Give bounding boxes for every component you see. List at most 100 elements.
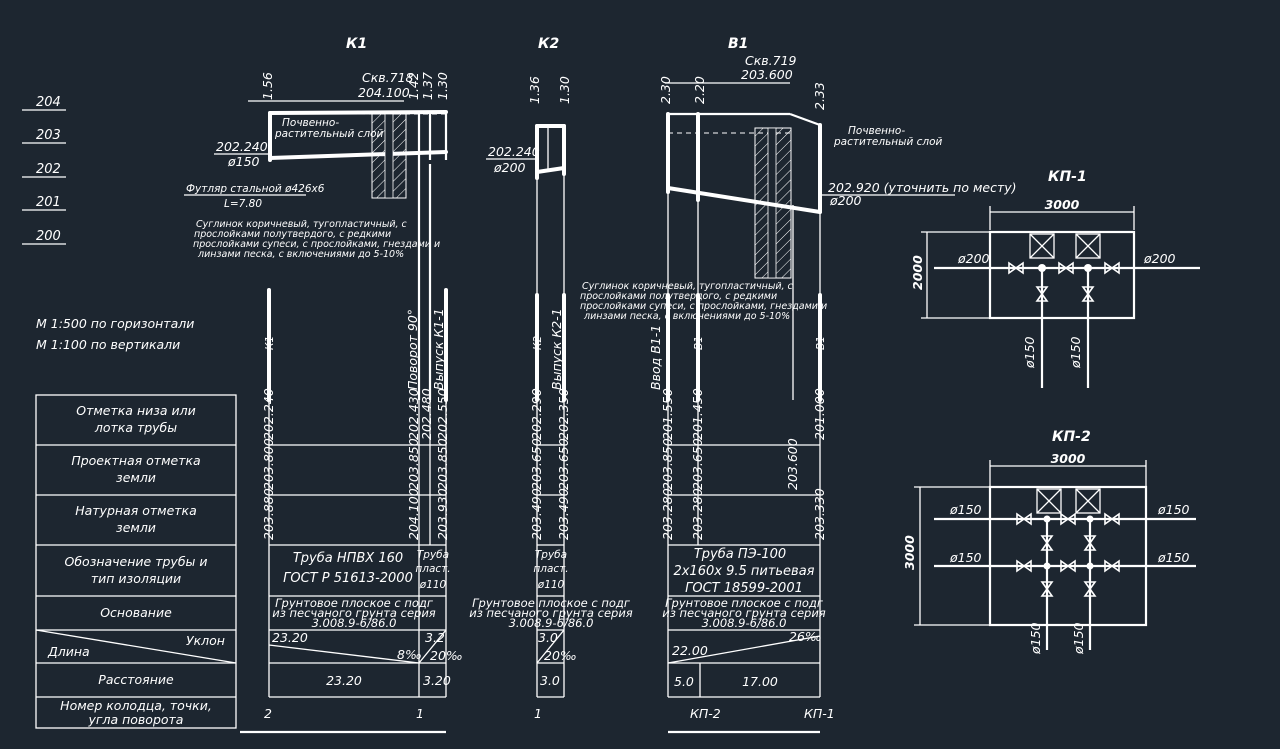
scale-label-201: 201 [36,195,61,210]
k1-soil-layer-1: Почвенно- [282,117,339,129]
v1-base-2: из песчаного грунта серия [662,606,826,620]
scale-label-200: 200 [36,229,61,244]
kp1-down-dia-1: ø150 [1022,336,1037,369]
kp1-title: КП-1 [1048,169,1087,185]
v1-soil-desc-1: Суглинок коричневый, тугопластичный, с [582,281,794,292]
k1-soil-desc-1: Суглинок коричневый, тугопластичный, с [196,219,408,230]
kp1-width: 3000 [1045,197,1080,212]
k2-bottom-1: 202.290 [529,388,544,440]
k2-pipe-2: пласт. [533,563,568,575]
k1-bottom-4: 202.550 [435,388,450,440]
k1-soil-desc-3: прослойками супеси, с прослойками, гнезд… [193,239,440,250]
v1-design-3: 203.600 [785,438,800,490]
row-label-design-1: Проектная отметка [71,453,200,468]
kp2-height: 3000 [902,535,917,570]
k1-casing: Футляр стальной ø426х6 [186,183,325,195]
k1-depth-1: 1.42 [406,72,421,100]
k1-well-label: Скв.718 [362,70,414,85]
title-k1: К1 [346,36,367,52]
k1-pipe-elev: 202.240 [216,139,268,154]
title-v1: В1 [728,36,748,52]
v1-natural-1: 203.280 [660,488,675,540]
row-label-number-2: угла поворота [88,712,184,727]
row-label-distance: Расстояние [98,672,174,687]
v1-base-1: Грунтовое плоское с подг [665,596,824,610]
k2-base-3: 3.008.9-6/86.0 [509,616,594,630]
v1-natural-2: 203.280 [690,488,705,540]
v1-soil-layer-2: растительный слой [833,136,943,148]
kp1-right-dia: ø200 [1143,251,1176,266]
profile-table-header [35,394,237,729]
k1-base-1: Грунтовое плоское с подг [275,596,434,610]
k1-pipe-dia: ø150 [227,154,260,169]
k2-pipe-elev: 202.240 [488,144,540,159]
k2-depth-1: 1.36 [527,76,542,104]
v1-bottom-3: 201.000 [812,388,827,440]
row-label-bottom-2: лотка трубы [94,420,177,435]
row-label-number-1: Номер колодца, точки, [60,698,212,713]
row-label-bottom-1: Отметка низа или [76,403,196,418]
v1-depth-1: 2.30 [658,76,673,104]
row-label-pipe-1: Обозначение трубы и [65,554,208,569]
k1-depth-left: 1.56 [260,72,275,100]
v1-well-tag-b: В1 [815,336,827,350]
k1-bottom-2: 202.430 [406,388,421,440]
k2-length: 3.0 [538,630,558,645]
v1-distance-b: 17.00 [742,674,778,689]
k1-bottom-1: 202.240 [261,388,276,440]
kp1-chamber: КП-1 3000 2000 ø200 ø200 ø150 ø150 [910,169,1200,388]
k1-distance-b: 3.20 [423,673,451,688]
k1-bottom-3: 202.480 [419,388,434,440]
row-label-natural-1: Натурная отметка [75,503,197,518]
k2-slope: 20‰ [544,648,577,663]
k2-design-1: 203.650 [529,438,544,490]
v1-soil-desc-2: прослойками полутвердого, с редкими [580,291,777,302]
k2-well-tag: К2 [532,336,544,350]
v1-pipe-elev: 202.920 (уточнить по месту) [828,180,1017,195]
k1-well-elev: 204.100 [358,85,410,100]
k1-slope-b: 20‰ [430,648,463,663]
v1-bottom-2: 201.450 [690,388,705,440]
k2-design-2: 203.650 [556,438,571,490]
v1-number-b: КП-1 [804,706,835,721]
k1-profile: 1.56 1.42 1.37 1.30 Скв.718 204.100 Почв… [184,70,450,734]
k1-soil-desc-4: линзами песка, с включениями до 5-10% [197,249,404,260]
k1-depth-3: 1.30 [435,72,450,100]
kp2-down-dia-2: ø150 [1071,622,1086,655]
v1-pipe-2: 2х160х 9.5 питьевая [673,564,814,579]
v1-pipe-1: Труба ПЭ-100 [694,547,786,562]
k1-pipe-a: Труба НПВХ 160 [293,551,403,566]
v1-natural-3: 203.330 [812,488,827,540]
scale-label-204: 204 [36,95,61,110]
k1-pipe-b3: ø110 [419,579,447,591]
v1-soil-desc-3: прослойками супеси, с прослойками, гнезд… [580,301,827,312]
k1-base-3: 3.008.9-6/86.0 [312,616,397,630]
k1-distance-a: 23.20 [326,673,362,688]
row-label-base: Основание [100,605,172,620]
kp1-down-dia-2: ø150 [1068,336,1083,369]
title-k2: К2 [538,36,559,52]
v1-inlet-label: Ввод В1-1 [648,325,663,390]
scale-note-vertical: М 1:100 по вертикали [36,337,180,352]
scale-note-horizontal: М 1:500 по горизонтали [36,316,194,331]
elevation-scale: 204 203 202 201 200 [22,95,66,245]
kp2-width: 3000 [1051,451,1086,466]
v1-well-tag-a: В1 [693,336,705,350]
v1-depth-2: 2.20 [692,76,707,104]
v1-well-label: Скв.719 [745,53,797,68]
k1-natural-3: 203.930 [435,488,450,540]
v1-depth-3: 2.33 [812,82,827,110]
scale-label-203: 203 [36,128,61,143]
v1-slope: 26‰ [789,629,822,644]
v1-pipe-3: ГОСТ 18599-2001 [685,581,803,596]
row-label-design-2: земли [116,470,156,485]
k1-well-tag: К1 [264,336,276,350]
v1-design-1: 203.850 [660,438,675,490]
k2-number: 1 [534,706,542,721]
row-label-natural-2: земли [116,520,156,535]
k2-natural-1: 203.490 [529,488,544,540]
k1-design-2: 203.850 [406,438,421,490]
k1-length-b: 3.2 [425,630,445,645]
k1-natural-1: 203.880 [261,488,276,540]
